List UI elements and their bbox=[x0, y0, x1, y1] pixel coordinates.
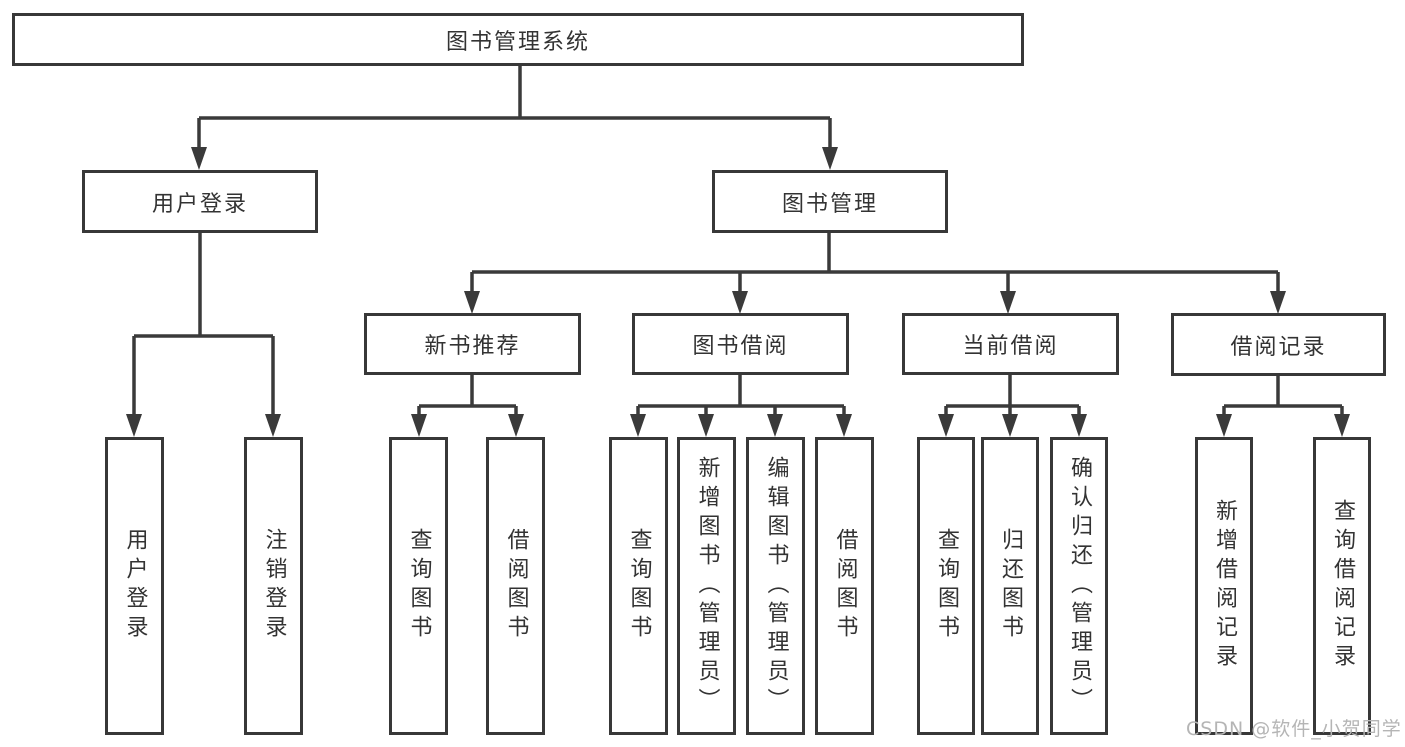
node-user-login-label: 用户登录 bbox=[151, 191, 248, 217]
leaf-user-login: 用户登录 bbox=[105, 437, 164, 735]
leaf-confirm-return-admin-label: 确认归还（管理员） bbox=[1067, 455, 1092, 717]
leaf-borrow-books-1-label: 借阅图书 bbox=[503, 528, 529, 644]
leaf-add-book-admin: 新增图书（管理员） bbox=[677, 437, 736, 735]
leaf-return-books-label: 归还图书 bbox=[998, 528, 1023, 644]
node-new-books: 新书推荐 bbox=[364, 313, 581, 375]
leaf-user-login-label: 用户登录 bbox=[122, 528, 148, 644]
leaf-query-books-1-label: 查询图书 bbox=[406, 528, 432, 644]
leaf-add-borrow-record: 新增借阅记录 bbox=[1195, 437, 1253, 735]
leaf-query-books-1: 查询图书 bbox=[389, 437, 448, 735]
node-current-borrow: 当前借阅 bbox=[902, 313, 1119, 375]
leaf-borrow-books-2-label: 借阅图书 bbox=[832, 528, 858, 644]
node-current-borrow-label: 当前借阅 bbox=[962, 334, 1059, 359]
node-book-mgmt: 图书管理 bbox=[712, 170, 948, 233]
node-book-borrow-label: 图书借阅 bbox=[692, 334, 789, 359]
leaf-return-books: 归还图书 bbox=[981, 437, 1039, 735]
leaf-add-book-admin-label: 新增图书（管理员） bbox=[694, 455, 720, 717]
leaf-query-books-3: 查询图书 bbox=[917, 437, 975, 735]
node-new-books-label: 新书推荐 bbox=[424, 334, 521, 359]
node-root: 图书管理系统 bbox=[12, 13, 1024, 66]
leaf-edit-book-admin: 编辑图书（管理员） bbox=[746, 437, 805, 735]
watermark: CSDN @软件_小贺同学 bbox=[1186, 718, 1402, 740]
leaf-query-books-2-label: 查询图书 bbox=[626, 528, 652, 644]
node-root-label: 图书管理系统 bbox=[445, 29, 590, 55]
leaf-borrow-books-1: 借阅图书 bbox=[486, 437, 545, 735]
node-book-mgmt-label: 图书管理 bbox=[781, 191, 878, 217]
leaf-confirm-return-admin: 确认归还（管理员） bbox=[1050, 437, 1108, 735]
leaf-query-books-2: 查询图书 bbox=[609, 437, 668, 735]
node-user-login: 用户登录 bbox=[82, 170, 318, 233]
node-borrow-records: 借阅记录 bbox=[1171, 313, 1386, 376]
leaf-borrow-books-2: 借阅图书 bbox=[815, 437, 874, 735]
leaf-query-books-3-label: 查询图书 bbox=[934, 528, 959, 644]
leaf-edit-book-admin-label: 编辑图书（管理员） bbox=[763, 455, 789, 717]
leaf-add-borrow-record-label: 新增借阅记录 bbox=[1212, 499, 1237, 673]
leaf-logout-label: 注销登录 bbox=[261, 528, 287, 644]
node-book-borrow: 图书借阅 bbox=[632, 313, 849, 375]
leaf-logout: 注销登录 bbox=[244, 437, 303, 735]
node-borrow-records-label: 借阅记录 bbox=[1230, 334, 1327, 360]
leaf-query-borrow-record: 查询借阅记录 bbox=[1313, 437, 1371, 735]
leaf-query-borrow-record-label: 查询借阅记录 bbox=[1330, 499, 1355, 673]
